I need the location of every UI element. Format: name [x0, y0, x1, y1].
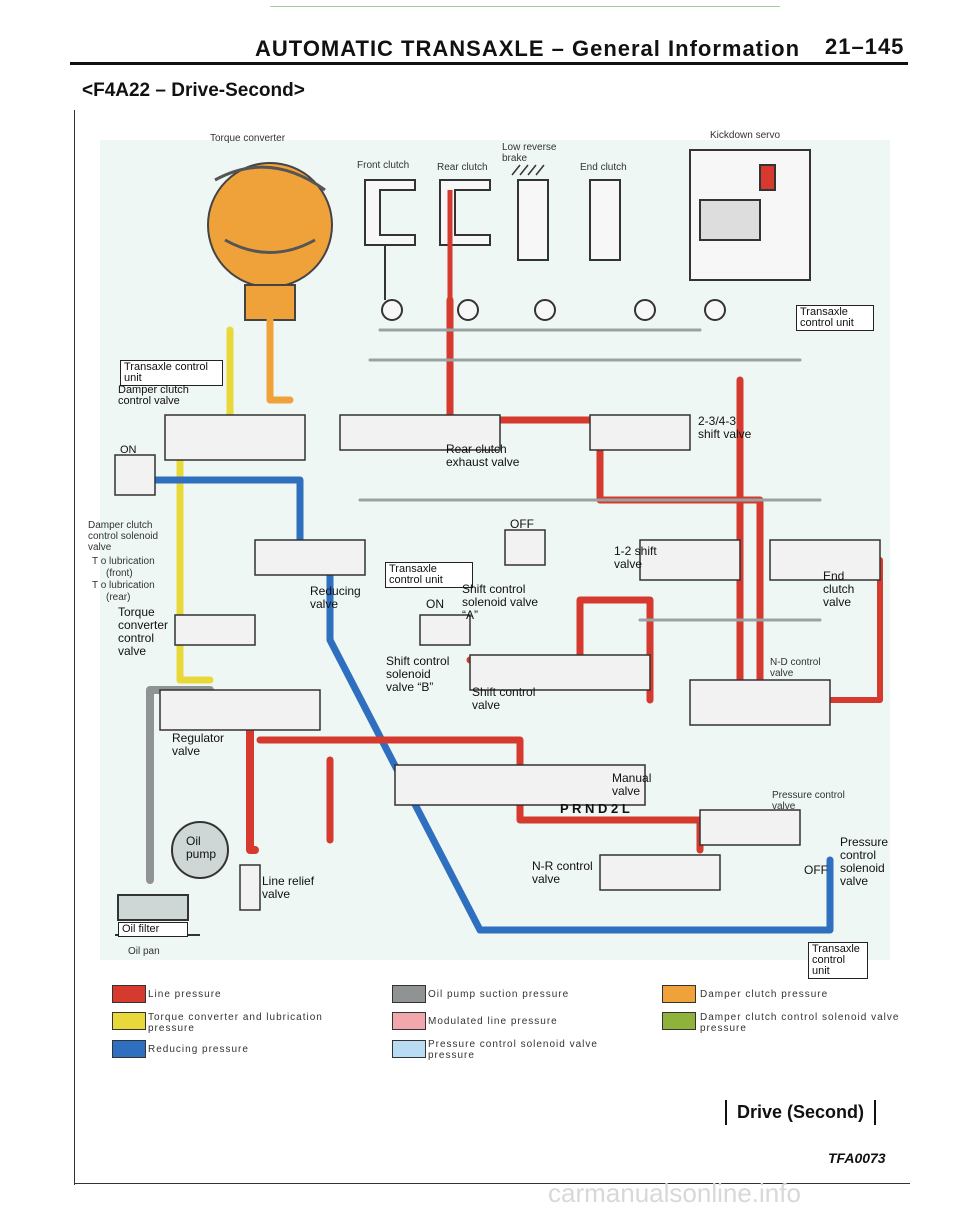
label-damper-clutch-control-valve: Damper clutch control valve: [118, 384, 189, 407]
front-clutch-shape: [364, 179, 416, 321]
watermark: carmanualsonline.info: [548, 1178, 801, 1208]
oil-pump-shape: [171, 821, 229, 879]
legend-swatch-torque: [112, 1012, 146, 1030]
legend-label-damper-solenoid: Damper clutch control solenoid valve pre…: [700, 1012, 900, 1034]
label-to-lubrication-rear: T o lubrication: [92, 580, 155, 591]
top-faint-rule: [270, 6, 780, 7]
legend-label-modulated: Modulated line pressure: [428, 1016, 558, 1027]
label-off-top: OFF: [510, 517, 534, 531]
line-pressure-main: [246, 696, 259, 854]
label-torque-converter-control-valve: Torque converter control valve: [118, 605, 169, 658]
header-rule: [70, 62, 908, 65]
legend-swatch-pcs: [392, 1040, 426, 1058]
legend-swatch-damper: [662, 985, 696, 1003]
legend-label-pcs: Pressure control solenoid valve pressure: [428, 1039, 598, 1061]
torque-converter-shape: [207, 162, 333, 321]
label-torque-converter: Torque converter: [210, 133, 286, 144]
label-transaxle-control-unit-mid: Transaxle control unit: [385, 562, 473, 588]
legend-swatch-suction: [392, 985, 426, 1003]
label-shift-solenoid-a: Shift control solenoid valve “A”: [462, 582, 539, 622]
label-shift-solenoid-b: Shift control solenoid valve “B”: [386, 654, 450, 694]
legend-label-suction: Oil pump suction pressure: [428, 989, 570, 1000]
label-nd-control-valve: N-D control valve: [770, 657, 821, 679]
diagram-subtitle: <F4A22 – Drive-Second>: [82, 80, 305, 101]
legend-label-reducing: Reducing pressure: [148, 1044, 249, 1055]
label-end-clutch-valve: End clutch valve: [823, 569, 855, 609]
legend-label-damper: Damper clutch pressure: [700, 989, 829, 1000]
figure-code: TFA0073: [828, 1150, 886, 1166]
label-kickdown-servo: Kickdown servo: [710, 130, 781, 141]
label-off-bottom: OFF: [804, 863, 828, 877]
lubrication-line: [176, 426, 214, 684]
label-transaxle-control-unit-left: Transaxle control unit: [120, 360, 223, 386]
label-damper-clutch-solenoid: Damper clutch control solenoid valve: [88, 520, 159, 553]
oil-filter-shape: [117, 894, 189, 921]
low-reverse-brake-shape: [511, 164, 556, 321]
label-1-2-shift-valve: 1-2 shift valve: [614, 544, 657, 571]
label-regulator-valve: Regulator valve: [172, 731, 225, 758]
exhaust-lines: [358, 328, 822, 622]
bottom-rule: [74, 1183, 910, 1184]
rear-clutch-shape: [439, 179, 491, 321]
end-clutch-shape: [589, 179, 656, 321]
label-front: (front): [106, 568, 133, 579]
label-pressure-control-valve: Pressure control valve: [772, 790, 845, 812]
label-oil-pan: Oil pan: [128, 946, 160, 957]
label-oil-pump: Oil pump: [186, 834, 217, 861]
label-2-3-4-3-shift-valve: 2-3/4-3 shift valve: [698, 414, 752, 441]
hydraulic-circuit-diagram: [100, 140, 890, 960]
legend-label-torque: Torque converter and lubrication pressur…: [148, 1012, 323, 1034]
label-low-reverse-brake: Low reverse brake: [502, 142, 557, 164]
page-number: 21–145: [825, 34, 905, 59]
legend-swatch-reducing: [112, 1040, 146, 1058]
mode-caption: Drive (Second): [725, 1100, 877, 1125]
label-transaxle-control-unit-top: Transaxle control unit: [796, 305, 874, 331]
label-oil-filter: Oil filter: [118, 922, 188, 937]
label-on-left: ON: [120, 444, 137, 456]
label-rear-clutch-exhaust-valve: Rear clutch exhaust valve: [446, 442, 520, 469]
label-line-relief-valve: Line relief valve: [262, 874, 315, 901]
label-manual-valve: Manual valve: [612, 771, 652, 798]
label-shift-control-valve: Shift control valve: [472, 685, 536, 712]
valve-bodies: [114, 414, 881, 911]
label-end-clutch: End clutch: [580, 162, 627, 173]
left-margin-rule: [74, 110, 75, 1185]
line-pressure-rear-clutch: [446, 296, 764, 704]
kickdown-servo-shape: [689, 149, 811, 321]
label-on-mid: ON: [426, 597, 444, 611]
legend-swatch-damper-solenoid: [662, 1012, 696, 1030]
label-nr-control-valve: N-R control valve: [532, 859, 593, 886]
label-rear: (rear): [106, 592, 131, 603]
page-header-title: AUTOMATIC TRANSAXLE – General Informatio…: [255, 36, 801, 61]
damper-clutch-line: [266, 316, 294, 404]
label-to-lubrication-front: T o lubrication: [92, 556, 155, 567]
label-transaxle-control-unit-bottom: Transaxle control unit: [808, 942, 868, 979]
label-pressure-control-solenoid: Pressure control solenoid valve: [840, 835, 889, 888]
label-prnd2l: P R N D 2 L: [560, 801, 630, 816]
label-reducing-valve: Reducing valve: [310, 584, 361, 611]
legend-label-line: Line pressure: [148, 989, 222, 1000]
label-front-clutch: Front clutch: [357, 160, 410, 171]
label-rear-clutch: Rear clutch: [437, 162, 488, 173]
legend-swatch-line: [112, 985, 146, 1003]
legend-swatch-modulated: [392, 1012, 426, 1030]
